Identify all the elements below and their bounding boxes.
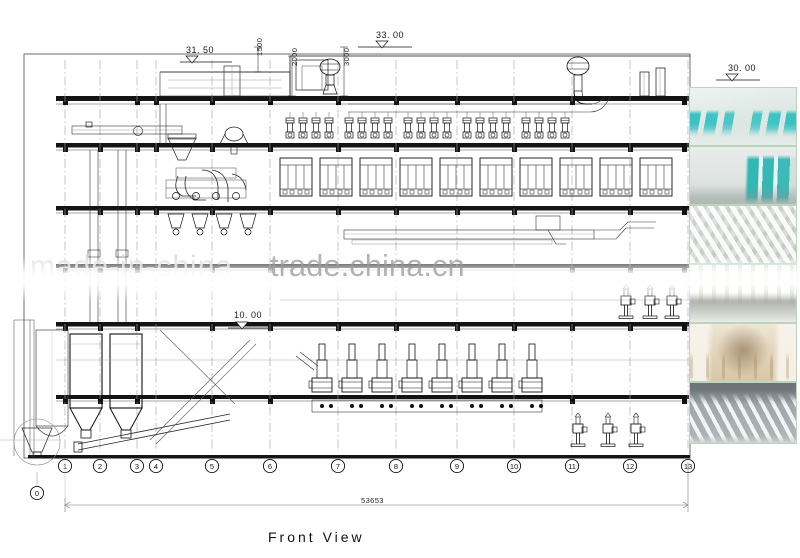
silo-bank [35, 329, 257, 453]
column-callout-8: 8 [388, 458, 404, 474]
packing-machines-lower [570, 412, 646, 447]
column-callout-6: 6 [262, 458, 278, 474]
column-callout-5: 5 [204, 458, 220, 474]
vertical-dim-2000: 2000 [290, 48, 299, 66]
column-callout-11: 11 [564, 458, 580, 474]
column-callout-label: 8 [394, 462, 398, 471]
overall-dimension-line [64, 462, 689, 512]
photo-thumb-1 [689, 87, 797, 146]
column-callout-label: 12 [626, 462, 634, 471]
elevation-label-31-50: 31. 50 [186, 45, 214, 55]
watermark-primary: trade.china.cn [270, 248, 465, 283]
column-callout-7: 7 [330, 458, 346, 474]
roof-duct-run [348, 95, 611, 113]
elev-sym-33-00 [358, 40, 412, 49]
column-callout-2: 2 [92, 458, 108, 474]
column-callout-3: 3 [129, 458, 145, 474]
column-callout-label: 7 [336, 462, 340, 471]
column-callout-label: 6 [268, 462, 272, 471]
mid-floor-lines [56, 299, 690, 361]
photo-thumb-4 [689, 264, 797, 323]
column-callout-label: 10 [510, 462, 518, 471]
column-callout-10: 10 [506, 458, 522, 474]
column-callout-label: 11 [568, 462, 576, 471]
column-callout-12: 12 [622, 458, 638, 474]
elev-sym-10-00 [228, 321, 268, 330]
column-callout-label: 4 [154, 462, 158, 471]
photo-thumb-2 [689, 146, 797, 205]
column-callout-label: 5 [210, 462, 214, 471]
drawing-title: Front View [268, 529, 365, 545]
elev-sym-30-00 [716, 73, 760, 82]
column-callout-4: 4 [148, 458, 164, 474]
vertical-dimension-lines [254, 46, 348, 97]
column-callout-0: 0 [29, 472, 45, 501]
vertical-dim-3000: 3000 [342, 48, 351, 66]
column-callout-label: 3 [135, 462, 139, 471]
elevation-label-30-00: 30. 00 [728, 63, 756, 73]
left-process-equipment [13, 104, 257, 457]
column-callout-label: 2 [98, 462, 102, 471]
bucket-elevator-legs [87, 150, 129, 322]
weigh-bin-detail [0, 418, 61, 466]
column-callout-label: 9 [455, 462, 459, 471]
vertical-dim-1500: 1500 [255, 38, 264, 56]
roller-mill-row [285, 112, 570, 139]
photo-thumb-6 [689, 382, 797, 444]
purifier-row [295, 343, 543, 413]
mid-floor-conveyor [343, 215, 656, 245]
column-callout-9: 9 [449, 458, 465, 474]
elevation-label-10-00: 10. 00 [234, 310, 262, 320]
column-callout-label: 0 [35, 489, 39, 498]
roof-structures [159, 55, 690, 105]
photo-thumb-3 [689, 205, 797, 264]
elevation-symbols [180, 40, 760, 330]
packing-machines-upper [618, 284, 682, 319]
overall-dimension-label: 53653 [361, 496, 384, 505]
elevation-label-33-00: 33. 00 [376, 30, 404, 40]
elev-sym-31-50 [180, 55, 232, 64]
grid-centrelines [64, 60, 689, 452]
watermark-secondary: made-in-china [30, 250, 234, 283]
sifter-row [279, 157, 673, 197]
photo-thumb-5 [689, 323, 797, 382]
